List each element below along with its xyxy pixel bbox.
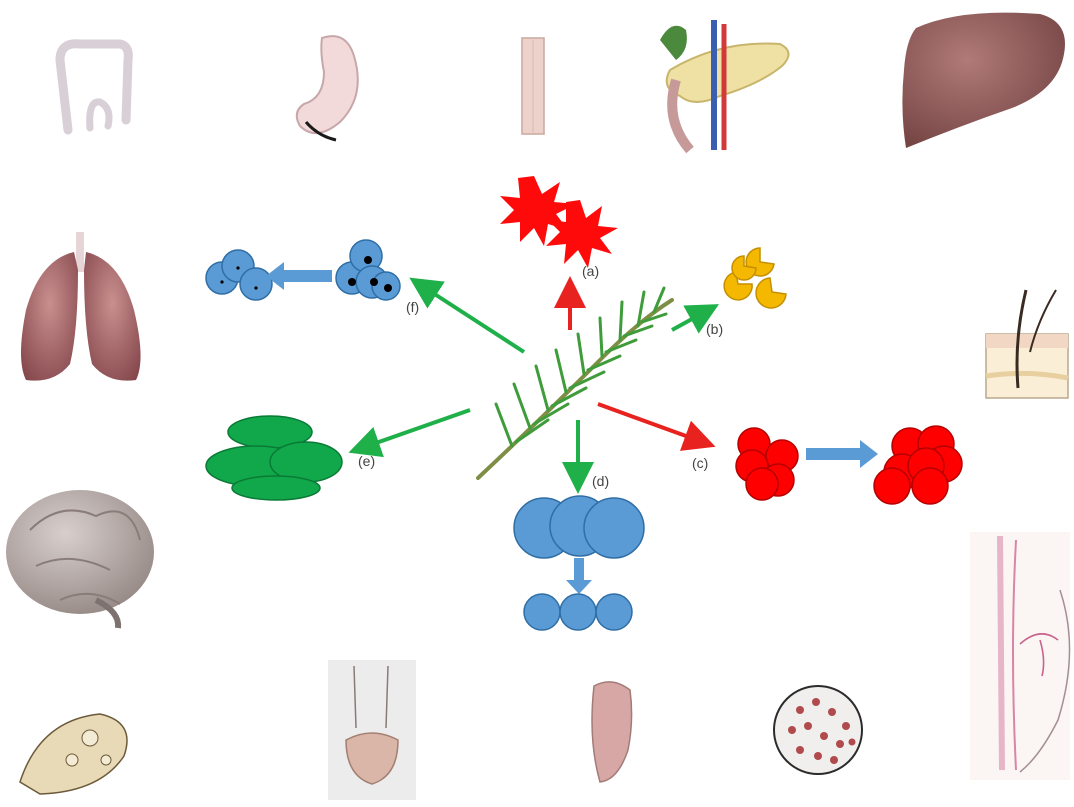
prostate-icon xyxy=(592,682,632,782)
label-c: (c) xyxy=(692,455,708,471)
stomach-icon xyxy=(297,36,358,140)
label-b: (b) xyxy=(706,321,723,337)
brain-icon xyxy=(6,490,154,628)
blood-cells-icon xyxy=(774,686,862,774)
red-cell-cluster-large xyxy=(874,426,962,504)
arrow-to-c xyxy=(598,404,708,444)
blue-arrow-f xyxy=(266,262,332,290)
apoptosis-starburst-icon xyxy=(500,176,618,268)
red-cell-cluster-small xyxy=(736,428,798,500)
blue-cells-after-f xyxy=(206,250,272,300)
green-cells-icon xyxy=(206,416,342,500)
esophagus-icon xyxy=(522,38,544,134)
rosemary-sprig-icon xyxy=(478,288,672,478)
label-e: (e) xyxy=(358,453,375,469)
yellow-cells-icon xyxy=(724,248,786,308)
blue-arrow-d xyxy=(566,558,592,594)
bladder-icon xyxy=(328,660,416,800)
label-d: (d) xyxy=(592,473,609,489)
arrow-to-f xyxy=(416,282,524,352)
blue-cells-small xyxy=(524,594,632,630)
colon-icon xyxy=(60,44,128,130)
label-f: (f) xyxy=(406,299,419,315)
blue-cells-before-f xyxy=(336,240,400,300)
pancreas-icon xyxy=(660,20,789,150)
ovary-icon xyxy=(20,714,127,794)
blue-arrow-c xyxy=(806,440,878,468)
lungs-icon xyxy=(21,232,141,381)
skin-icon xyxy=(986,290,1068,398)
label-a: (a) xyxy=(582,263,599,279)
breast-icon xyxy=(970,532,1070,780)
blue-cells-large xyxy=(514,496,644,558)
liver-icon xyxy=(902,13,1065,148)
arrow-to-e xyxy=(356,410,470,450)
